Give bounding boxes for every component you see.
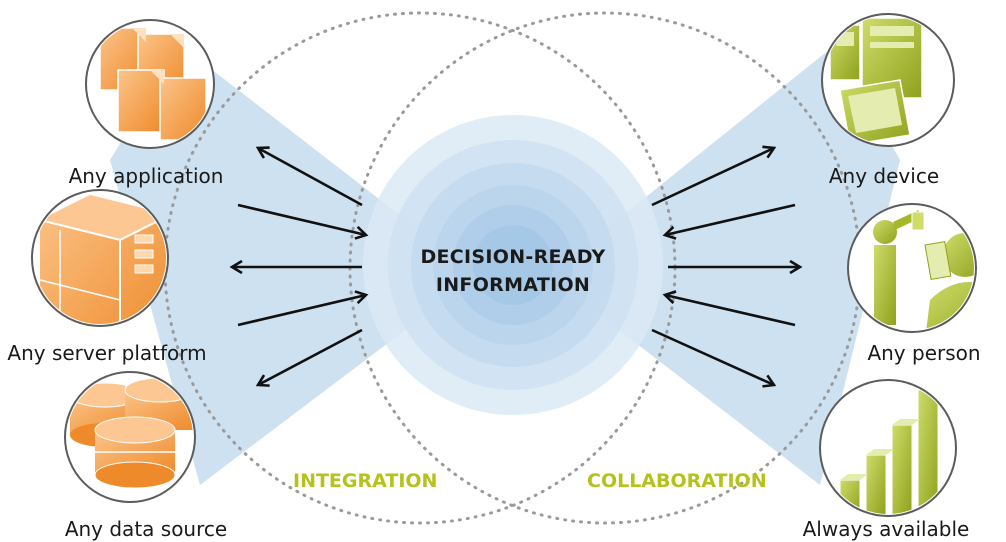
left-beam: [110, 45, 445, 485]
arrow-in-left-2: [237, 295, 366, 327]
server-icon: [31, 189, 169, 327]
label-any-server-platform: Any server platform: [7, 341, 207, 365]
devices-icon: [821, 13, 955, 147]
center-title: DECISION-READY INFORMATION: [420, 243, 605, 299]
arrow-out-right-1: [651, 148, 774, 207]
right-arrows: [651, 148, 800, 385]
arrow-in-right-2: [665, 295, 796, 327]
center-ripples: [363, 115, 663, 415]
documents-icon: [85, 19, 215, 149]
label-any-person: Any person: [867, 341, 981, 365]
collaboration-label: COLLABORATION: [587, 470, 767, 492]
center-title-line1: DECISION-READY: [420, 246, 606, 268]
arrow-out-right-3: [651, 328, 774, 385]
bar-chart-icon: [819, 379, 957, 517]
label-any-device: Any device: [828, 164, 940, 188]
arrow-out-left-1: [258, 148, 363, 207]
integration-label: INTEGRATION: [293, 470, 438, 492]
label-always-available: Always available: [802, 517, 970, 541]
people-icon: [847, 203, 977, 333]
right-beam: [580, 45, 900, 485]
arrow-in-left-1: [237, 203, 366, 235]
label-any-application: Any application: [68, 164, 224, 188]
label-any-data-source: Any data source: [64, 517, 228, 541]
database-icon: [64, 371, 196, 503]
arrow-in-right-1: [665, 203, 796, 235]
center-title-line2: INFORMATION: [435, 274, 591, 296]
arrow-out-left-3: [258, 328, 363, 385]
left-arrows: [232, 148, 366, 385]
